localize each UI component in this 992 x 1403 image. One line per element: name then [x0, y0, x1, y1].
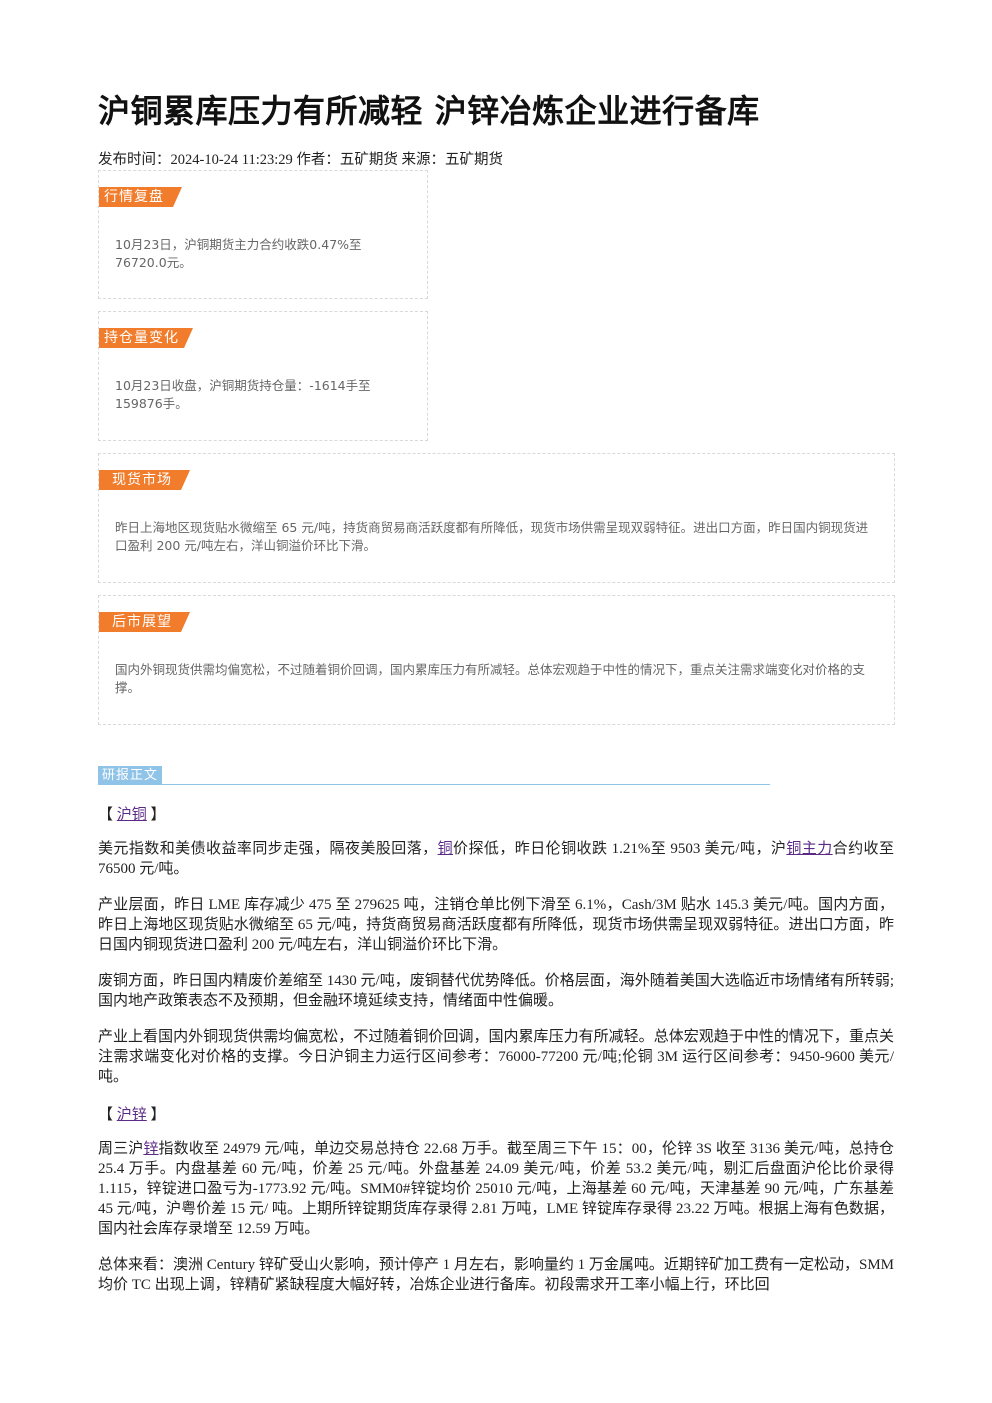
link-zinc[interactable]: 沪锌 [116, 1107, 147, 1123]
text: 美元指数和美债收益率同步走强，隔夜美股回落， [98, 841, 438, 857]
box-tag: 持仓量变化 [99, 328, 193, 348]
zinc-paragraph-1: 周三沪锌指数收至 24979 元/吨，单边交易总持仓 22.68 万手。截至周三… [98, 1139, 894, 1239]
text: 指数收至 24979 元/吨，单边交易总持仓 22.68 万手。截至周三下午 1… [98, 1141, 894, 1237]
box-text: 国内外铜现货供需均偏宽松，不过随着铜价回调，国内累库压力有所减轻。总体宏观趋于中… [115, 662, 866, 695]
text: 周三沪 [98, 1141, 144, 1157]
copper-paragraph-4: 产业上看国内外铜现货供需均偏宽松，不过随着铜价回调，国内累库压力有所减轻。总体宏… [98, 1029, 894, 1085]
section-head-zinc: 【 沪锌 】 [98, 1103, 166, 1124]
text: 价探低，昨日伦铜收跌 1.21%至 9503 美元/吨，沪 [453, 841, 787, 857]
text: 合约收至 76500 元/吨。 [98, 841, 894, 877]
report-body-divider [98, 784, 770, 785]
bracket-close: 】 [150, 1107, 166, 1123]
box-text: 昨日上海地区现货贴水微缩至 65 元/吨，持货商贸易商活跃度都有所降低，现货市场… [115, 520, 869, 553]
zinc-paragraph-2: 总体来看：澳洲 Century 锌矿受山火影响，预计停产 1 月左右，影响量约 … [98, 1257, 894, 1293]
summary-box-spot-market: 现货市场 昨日上海地区现货贴水微缩至 65 元/吨，持货商贸易商活跃度都有所降低… [98, 453, 895, 583]
box-text: 10月23日，沪铜期货主力合约收跌0.47%至76720.0元。 [115, 237, 362, 270]
summary-box-open-interest: 持仓量变化 10月23日收盘，沪铜期货持仓量：-1614手至159876手。 [98, 311, 428, 441]
summary-box-outlook: 后市展望 国内外铜现货供需均偏宽松，不过随着铜价回调，国内累库压力有所减轻。总体… [98, 595, 895, 725]
box-tag: 行情复盘 [99, 187, 182, 207]
bracket-close: 】 [150, 807, 166, 823]
box-tag: 后市展望 [99, 612, 190, 632]
publish-meta: 发布时间：2024-10-24 11:23:29 作者：五矿期货 来源：五矿期货 [98, 152, 504, 168]
section-head-copper: 【 沪铜 】 [98, 803, 166, 824]
box-text: 10月23日收盘，沪铜期货持仓量：-1614手至159876手。 [115, 378, 371, 411]
link-zinc-inline[interactable]: 锌 [143, 1141, 159, 1157]
copper-paragraph-2: 产业层面，昨日 LME 库存减少 475 至 279625 吨，注销仓单比例下滑… [98, 897, 894, 953]
report-body-label: 研报正文 [98, 766, 163, 785]
bracket-open: 【 [98, 807, 114, 823]
link-copper-main[interactable]: 铜主力 [786, 841, 833, 857]
summary-box-market-review: 行情复盘 10月23日，沪铜期货主力合约收跌0.47%至76720.0元。 [98, 170, 428, 299]
link-copper-inline[interactable]: 铜 [437, 841, 454, 857]
bracket-open: 【 [98, 1107, 114, 1123]
copper-paragraph-3: 废铜方面，昨日国内精废价差缩至 1430 元/吨，废铜替代优势降低。价格层面，海… [98, 973, 894, 1009]
page-title: 沪铜累库压力有所减轻 沪锌冶炼企业进行备库 [98, 92, 760, 130]
link-copper[interactable]: 沪铜 [116, 807, 147, 823]
box-tag: 现货市场 [99, 470, 190, 490]
copper-paragraph-1: 美元指数和美债收益率同步走强，隔夜美股回落，铜价探低，昨日伦铜收跌 1.21%至… [98, 839, 894, 879]
